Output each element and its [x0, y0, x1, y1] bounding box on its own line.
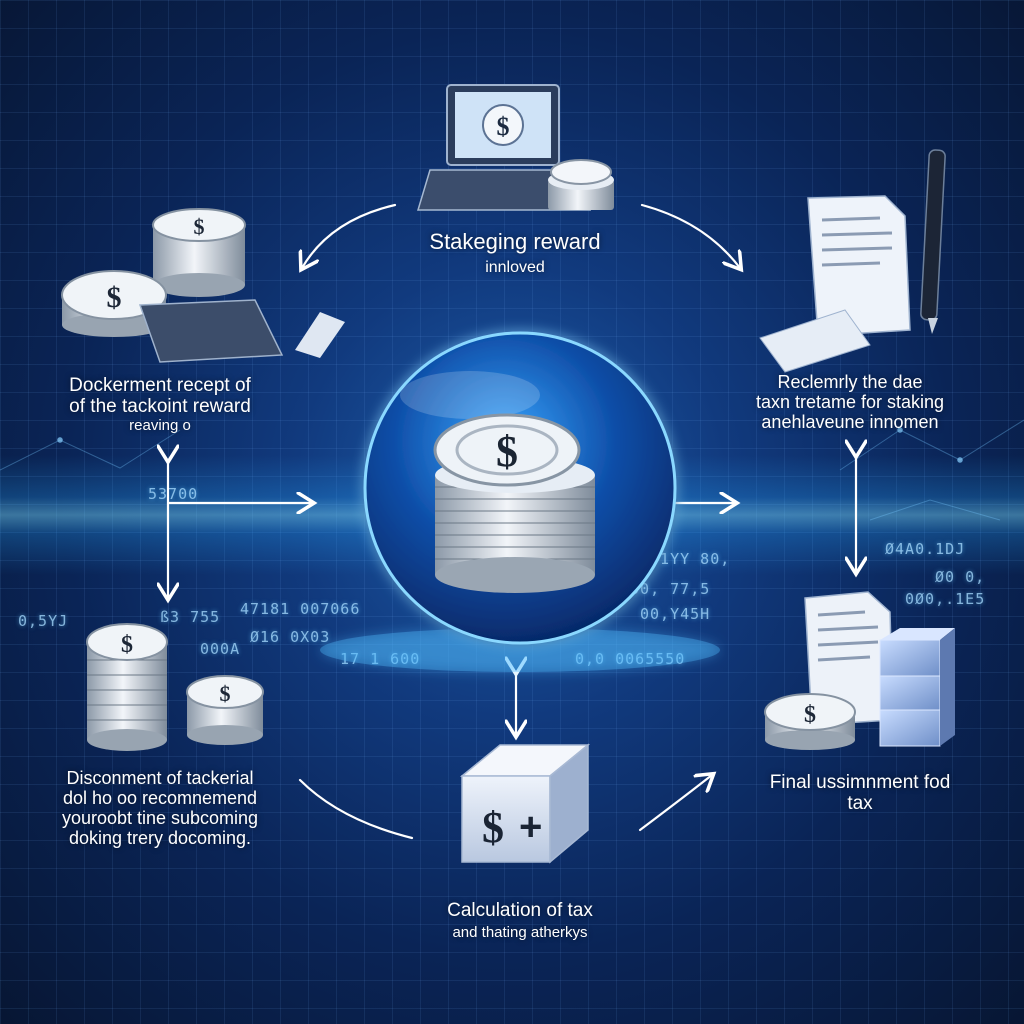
label-line: anehlaveune innomen [761, 412, 939, 433]
coin-stack-icon: $ $ [86, 623, 264, 751]
ticker-number: 00,Y45H [640, 605, 711, 623]
coin-stack-icon: $ $ [61, 208, 345, 363]
ticker-number: Ø16 0X03 [250, 628, 331, 646]
flow-arrows [168, 203, 856, 840]
node-bottom-label: Calculation of tax and thating atherkys [395, 900, 645, 942]
label-line: Final ussimnment fod [769, 772, 951, 793]
label-line: tax [847, 793, 873, 815]
document-stack-icon: $ [764, 591, 955, 750]
node-bottom-left-label: Disconment of tackerial dol ho oo recomn… [20, 768, 300, 849]
ticker-number: 1/1YY 80, [640, 550, 731, 568]
svg-text:$: $ [496, 427, 518, 476]
ticker-number: ß3 755 [160, 608, 221, 626]
svg-text:$: $ [497, 112, 510, 141]
arrow-bottom-right [638, 775, 712, 832]
ticker-number: 0Ø0,.1E5 [905, 590, 986, 608]
arrow-top-right [640, 203, 740, 268]
label-line: of the tackoint reward [69, 396, 251, 418]
receipt-icon [295, 312, 345, 358]
svg-text:$: $ [194, 214, 205, 239]
label-line: reaving o [129, 416, 191, 434]
ticker-number: 000A [200, 640, 241, 658]
svg-text:$: $ [804, 702, 816, 728]
node-top-left-label: Dockerment recept of of the tackoint rew… [15, 375, 305, 434]
node-top-right-label: Reclemrly the dae taxn tretame for staki… [715, 372, 985, 432]
arrow-top-left [302, 203, 397, 268]
label-line: Disconment of tackerial [66, 768, 254, 788]
label-line: Calculation of tax [447, 900, 593, 921]
coin-stack-icon: $ [433, 413, 595, 593]
node-top-label: Stakeging reward innloved [390, 229, 640, 277]
svg-text:$: $ [121, 632, 133, 658]
label-line: and thating atherkys [452, 924, 588, 942]
arrow-bottom-left [298, 778, 414, 840]
label-line: youroobt tine subcoming [61, 808, 259, 829]
label-line: Reclemrly the dae [777, 372, 923, 392]
calculator-icon [138, 299, 284, 363]
ticker-number: Ø0 0, [935, 568, 986, 586]
node-top-subtitle: innloved [485, 258, 545, 276]
box-dollar-symbol: $ [482, 803, 504, 852]
svg-text:$: $ [220, 681, 231, 706]
node-top-title: Stakeging reward [429, 229, 601, 254]
circuit-lines [0, 419, 1024, 521]
label-line: doking trery docoming. [68, 828, 252, 849]
label-line: taxn tretame for staking [755, 392, 945, 413]
ticker-number: Ø4A0.1DJ [885, 540, 966, 558]
laptop-icon: $ [416, 84, 614, 211]
document-pen-icon [759, 149, 946, 373]
svg-text:$: $ [107, 281, 122, 314]
label-line: Dockerment recept of [69, 375, 251, 396]
ticker-number: 47181 007066 [240, 600, 361, 618]
tax-box-icon: $ + [459, 743, 591, 864]
node-bottom-right-label: Final ussimnment fod tax [735, 772, 985, 815]
label-line: dol ho oo recomnemend [62, 788, 258, 809]
ticker-number: 0,5YJ [18, 612, 69, 630]
box-plus-symbol: + [519, 805, 542, 849]
